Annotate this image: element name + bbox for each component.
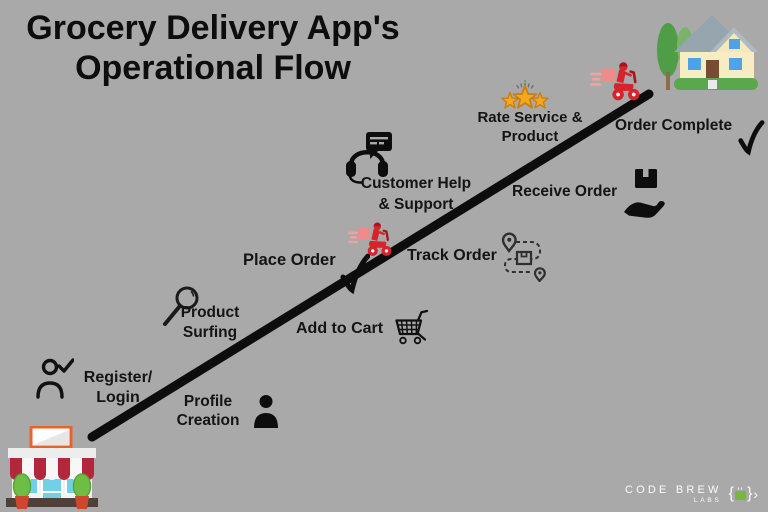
step-product-surfing: Product Surfing: [160, 284, 270, 350]
step-label: Receive Order: [512, 183, 618, 200]
step-track-order: Track Order: [407, 230, 546, 282]
headset-icon: [346, 132, 392, 184]
title-line2: Operational Flow: [75, 49, 351, 87]
step-add-to-cart: Add to Cart: [296, 306, 429, 346]
logo-brace-right: }: [746, 485, 753, 502]
step-label: Add to Cart: [296, 320, 384, 337]
step-customer-help: Customer Help & Support: [342, 131, 474, 217]
step-register-login: Register/ Login: [36, 357, 162, 408]
step-profile-creation: Profile Creation: [168, 392, 280, 430]
step-order-complete: Order Complete: [615, 112, 765, 156]
page-title: Grocery Delivery App's Operational Flow: [8, 8, 418, 88]
store-icon: [6, 426, 98, 509]
step-label: Rate Service & Product: [477, 109, 583, 145]
person-check-icon: [36, 358, 74, 399]
route-pin-icon: [501, 232, 546, 282]
checkmark-icon: [340, 253, 370, 295]
stars-icon: [501, 79, 549, 109]
logo-brace-left: {: [728, 485, 734, 502]
delivery-scooter-icon: [348, 222, 392, 256]
logo-name: CODE BREW: [625, 484, 722, 496]
checkmark-icon: [738, 120, 765, 156]
step-receive-order: Receive Order: [512, 168, 668, 222]
house-icon: [657, 15, 758, 90]
hand-package-icon: [624, 169, 665, 218]
step-label: Track Order: [407, 247, 497, 264]
step-label: Product Surfing: [180, 304, 240, 341]
delivery-scooter-icon: [590, 62, 640, 101]
cart-icon: [395, 309, 429, 345]
step-place-order: Place Order: [243, 250, 370, 295]
step-rate-service: Rate Service & Product: [474, 79, 586, 145]
title-line1: Grocery Delivery App's: [26, 9, 400, 47]
mug-icon: [734, 487, 746, 500]
logo-sub: LABS: [693, 497, 722, 504]
person-icon: [254, 395, 278, 428]
step-label: Order Complete: [615, 117, 733, 134]
step-label: Customer Help & Support: [360, 175, 472, 213]
step-label: Profile Creation: [176, 393, 240, 429]
logo-arrow: ›: [753, 486, 758, 502]
codebrew-logo: CODE BREW LABS { } ›: [625, 484, 758, 504]
magnifier-icon: [163, 286, 199, 326]
step-label: Place Order: [243, 251, 336, 269]
step-label: Register/ Login: [83, 369, 153, 406]
logo-mark: { } ›: [729, 486, 758, 502]
